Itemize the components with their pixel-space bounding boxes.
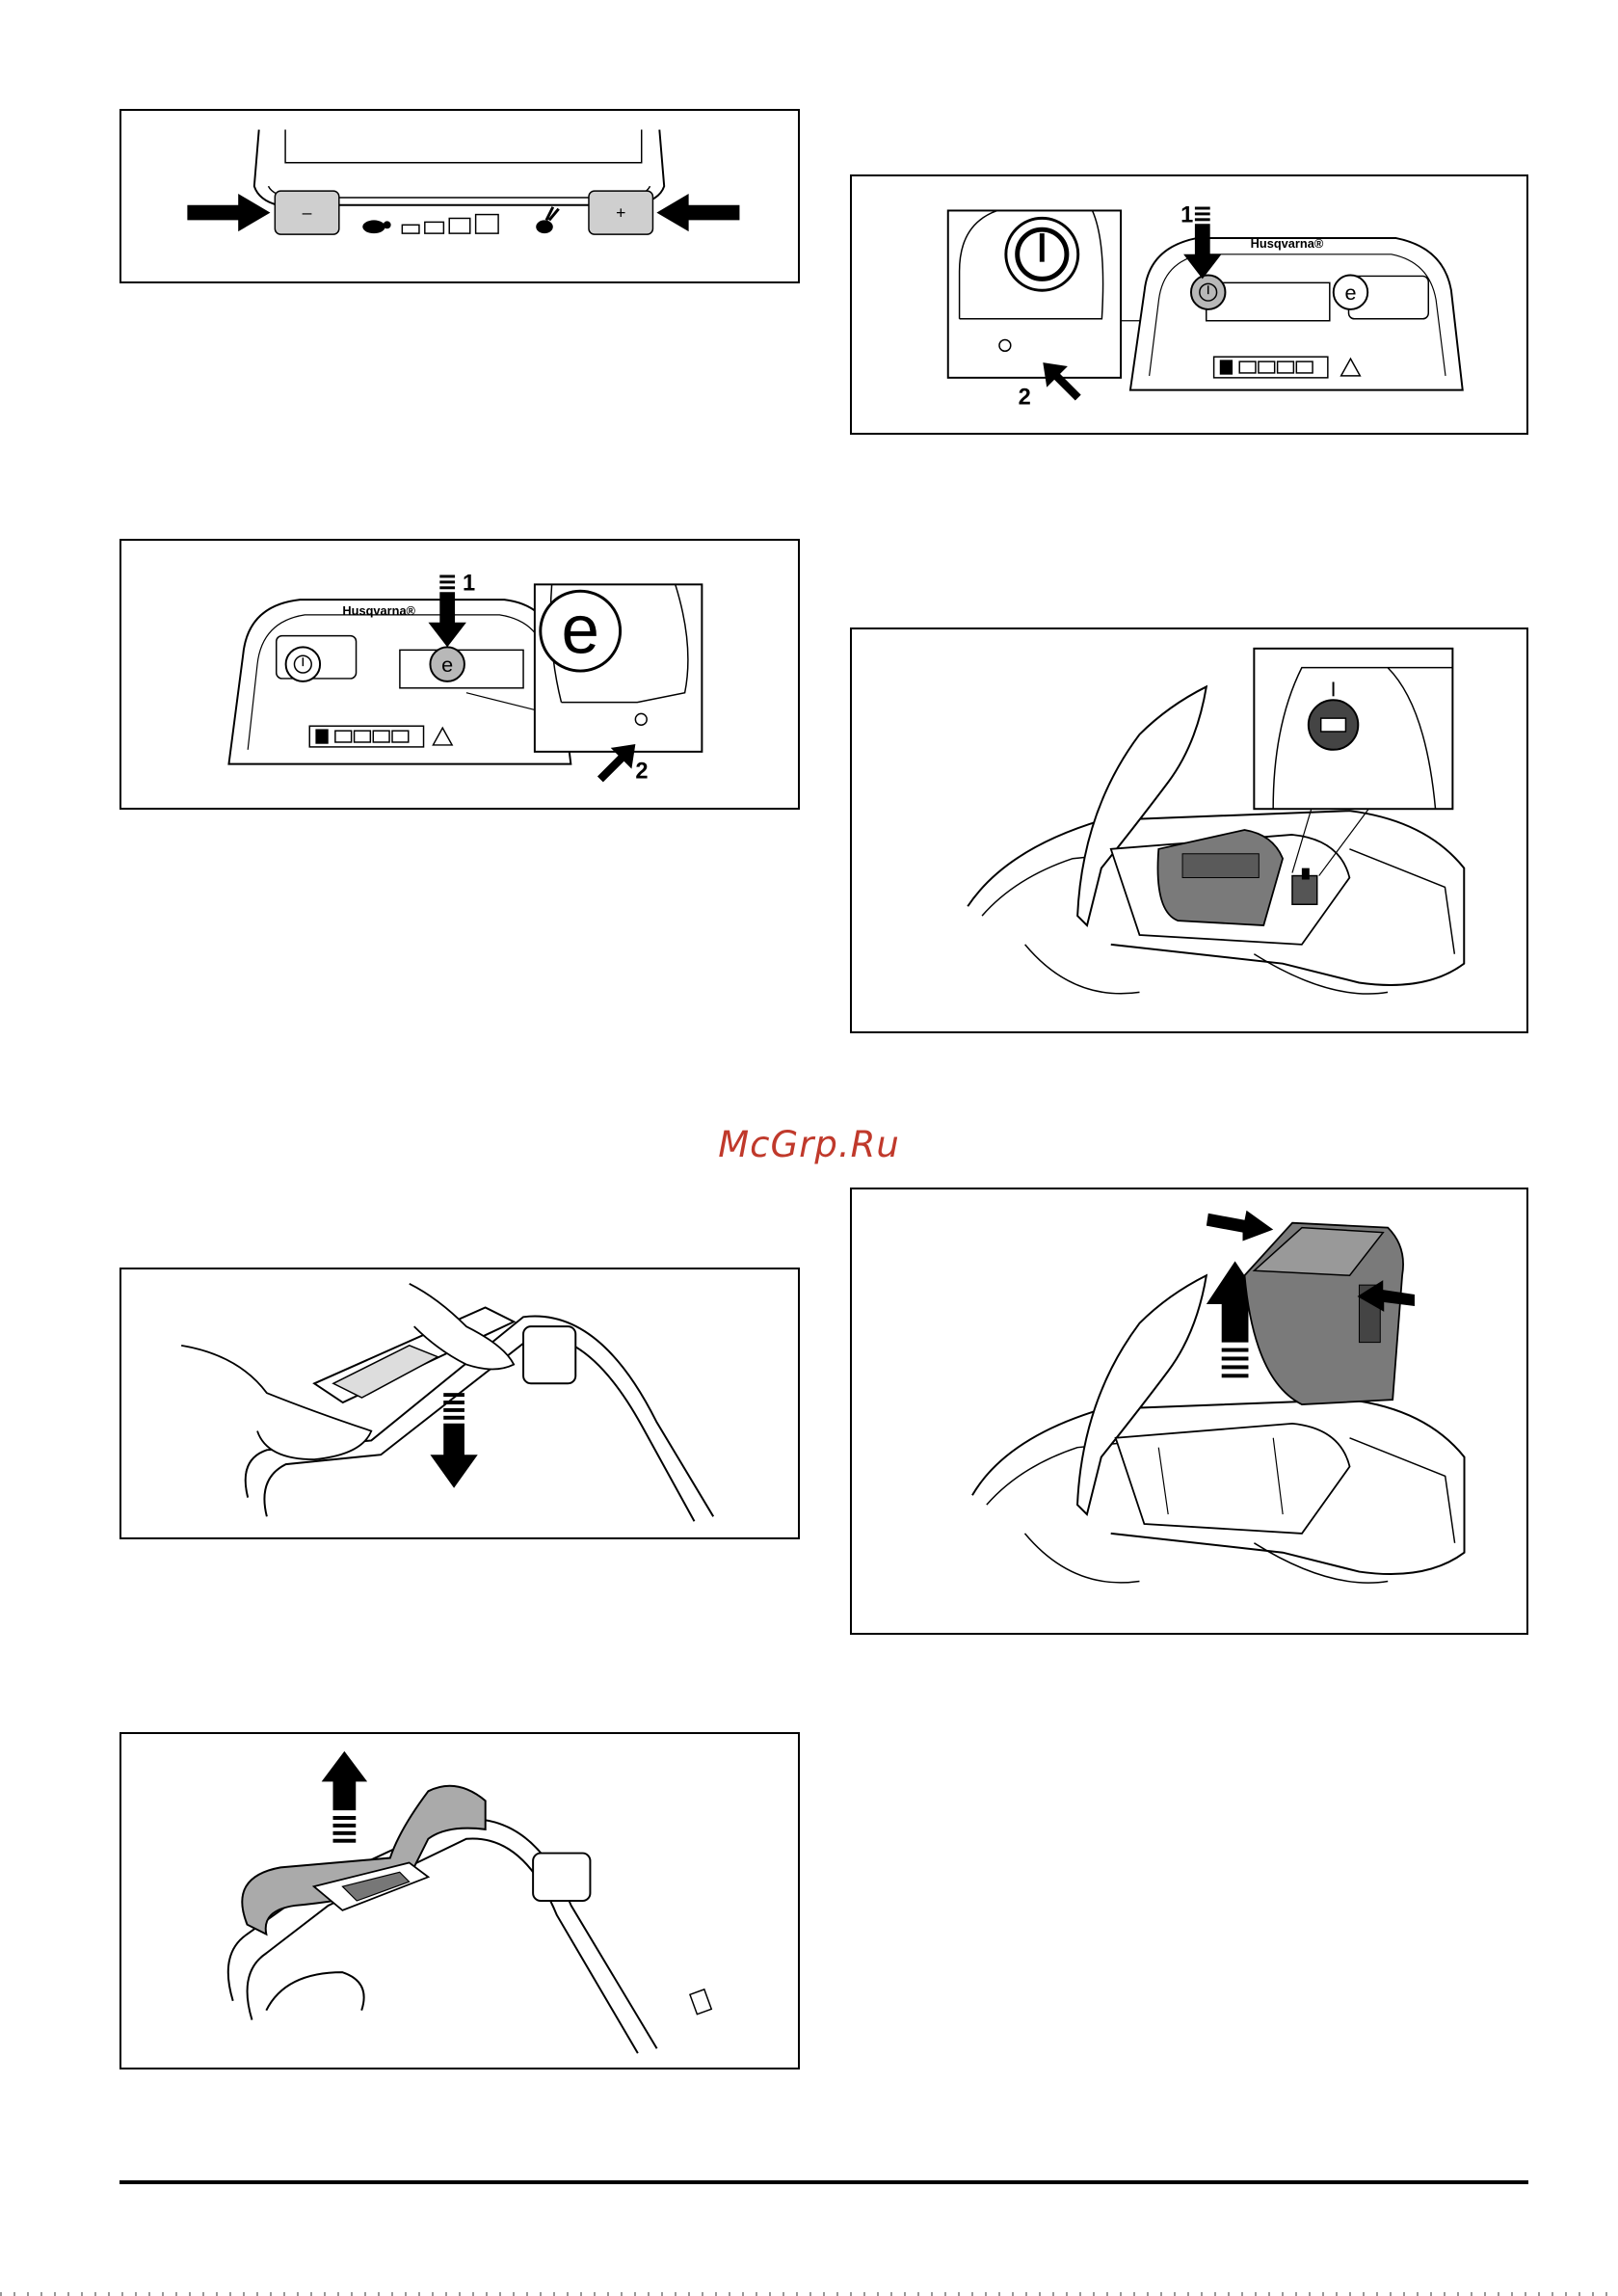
turtle-icon bbox=[362, 220, 390, 233]
arrow-up-icon bbox=[322, 1751, 367, 1843]
watermark: McGrp.Ru bbox=[0, 1124, 1618, 1165]
battery-pack bbox=[1157, 830, 1283, 925]
arrow-press-left-icon bbox=[1207, 1211, 1273, 1241]
battery-pack bbox=[1245, 1223, 1404, 1404]
footer-rule bbox=[119, 2180, 1528, 2184]
figure-eco-button: Husqvarna® e e 1 2 bbox=[119, 539, 800, 810]
arrow-down-icon bbox=[430, 1393, 477, 1488]
figure-power-button: Husqvarna® e 1 2 bbox=[850, 174, 1528, 435]
bottom-dots bbox=[0, 2292, 1618, 2296]
arrow-right-icon bbox=[187, 194, 270, 231]
plus-label: + bbox=[616, 202, 625, 222]
minus-label: – bbox=[303, 202, 312, 222]
figure-handle-lift bbox=[119, 1732, 800, 2069]
svg-text:e: e bbox=[1344, 280, 1356, 305]
rabbit-icon bbox=[536, 207, 558, 233]
eco-icon: e bbox=[561, 592, 598, 668]
svg-text:e: e bbox=[441, 653, 453, 677]
callout-1: 1 bbox=[463, 571, 475, 596]
figure-speed-control: – + bbox=[119, 109, 800, 283]
speed-level-indicator bbox=[402, 215, 498, 234]
figure-handle-press bbox=[119, 1268, 800, 1539]
brand-logo: Husqvarna® bbox=[342, 603, 415, 618]
figure-remove-battery bbox=[850, 1188, 1528, 1635]
figure-battery-compartment bbox=[850, 627, 1528, 1033]
callout-1: 1 bbox=[1180, 202, 1193, 227]
brand-logo: Husqvarna® bbox=[1251, 236, 1324, 251]
arrow-left-icon bbox=[656, 194, 739, 231]
callout-2: 2 bbox=[1019, 385, 1031, 410]
callout-2: 2 bbox=[635, 759, 648, 784]
